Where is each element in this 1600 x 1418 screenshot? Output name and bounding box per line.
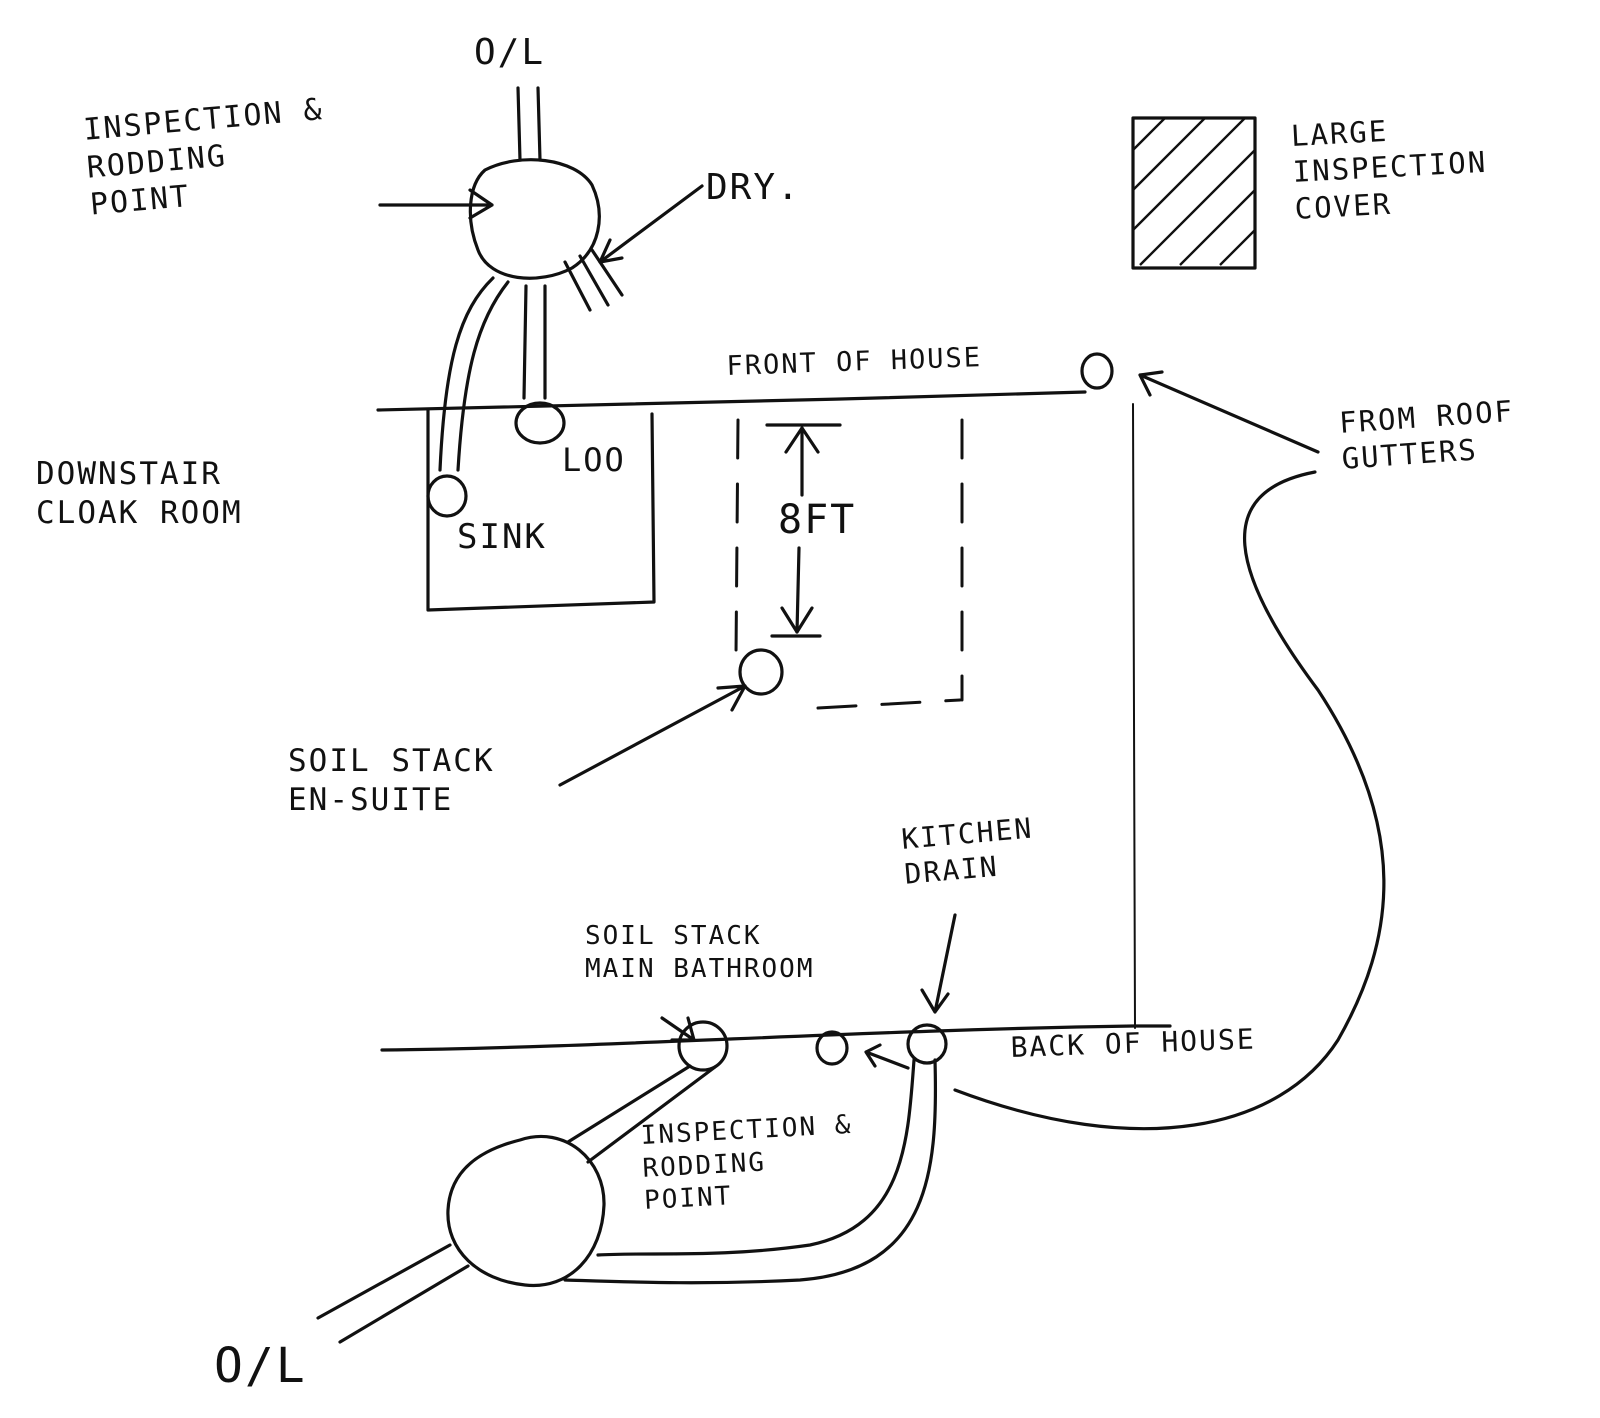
main-stack-pipe <box>566 1064 717 1164</box>
gully <box>815 1030 849 1066</box>
ensuite-outline <box>734 418 964 710</box>
label-loo: LOO <box>562 441 626 479</box>
pointer-arrow-main-bathroom <box>660 1016 696 1042</box>
label-inspection-bottom: INSPECTION & RODDING POINT <box>640 1109 854 1216</box>
label-soil-stack-ensuite: SOIL STACK EN-SUITE <box>288 743 495 818</box>
top-inspection-chamber <box>468 158 601 280</box>
dry-branch <box>563 248 624 312</box>
back-of-house-wall <box>380 1024 1172 1052</box>
side-wall <box>1132 403 1136 1029</box>
bottom-inspection-chamber <box>446 1134 606 1288</box>
label-from-roof-gutters: FROM ROOF GUTTERS <box>1338 393 1516 477</box>
label-large-inspection-cover: LARGE INSPECTION COVER <box>1290 113 1489 226</box>
sink-pipe <box>438 276 510 472</box>
label-distance: 8FT <box>778 497 857 543</box>
label-kitchen-drain: KITCHEN DRAIN <box>900 811 1035 891</box>
main-bathroom-soil-stack <box>677 1020 729 1072</box>
top-outlet-pipe <box>516 86 542 162</box>
label-outlet-top: O/L <box>474 32 546 73</box>
bottom-outlet-pipe <box>316 1243 470 1344</box>
label-dry: DRY. <box>706 167 801 208</box>
label-downstairs-cloakroom: DOWNSTAIR CLOAK ROOM <box>36 456 243 531</box>
kitchen-drain <box>906 1023 948 1065</box>
pointer-arrow-kitchen <box>920 913 957 1014</box>
sink-fixture <box>426 474 468 518</box>
loo-fixture <box>514 401 566 445</box>
cloakroom-box <box>426 408 656 612</box>
pointer-arrow-inspection-top <box>378 188 494 220</box>
large-inspection-cover-symbol <box>1131 116 1257 270</box>
pointer-arrow-dry <box>598 184 704 264</box>
pointer-arrow-ensuite <box>558 684 747 787</box>
distance-arrow <box>765 423 842 638</box>
loo-pipe <box>522 284 547 400</box>
pointer-arrow-gutters <box>1138 370 1320 454</box>
kitchen-pipe <box>563 1058 938 1285</box>
label-outlet-bottom: O/L <box>214 1338 307 1394</box>
gully-arrow <box>864 1043 910 1070</box>
gutter-drain-run <box>953 470 1386 1131</box>
label-sink: SINK <box>457 517 547 557</box>
ensuite-soil-stack <box>738 648 784 696</box>
label-soil-stack-main-bathroom: SOIL STACK MAIN BATHROOM <box>585 921 815 984</box>
label-inspection-top: INSPECTION & RODDING POINT <box>82 92 325 223</box>
front-downpipe <box>1080 352 1114 390</box>
front-of-house-wall <box>376 390 1087 412</box>
